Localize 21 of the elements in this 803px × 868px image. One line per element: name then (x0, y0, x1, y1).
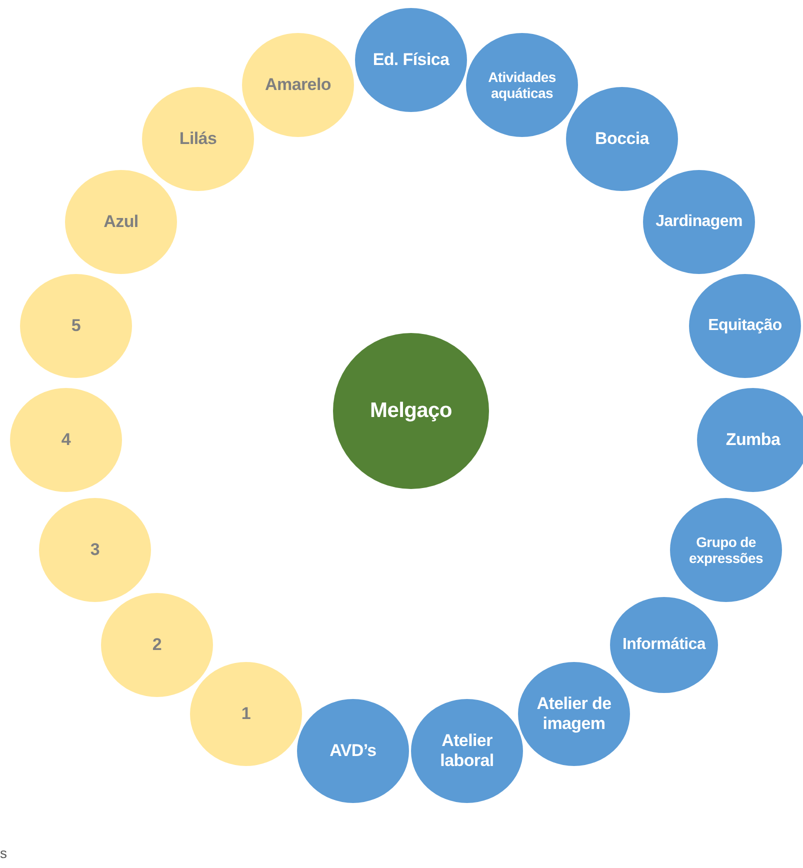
group-circle: Azul (65, 170, 177, 274)
note-text: s (0, 845, 7, 861)
group-circle: Lilás (142, 87, 254, 191)
activity-circle: AVD’s (297, 699, 409, 803)
activity-circle: Zumba (697, 388, 803, 492)
group-circle: 5 (20, 274, 132, 378)
group-circle: Amarelo (242, 33, 354, 137)
group-circle: 2 (101, 593, 213, 697)
activity-circle: Atividades aquáticas (466, 33, 578, 137)
activity-circle: Ed. Física (355, 8, 467, 112)
activity-circle: Informática (610, 597, 718, 693)
center-circle: Melgaço (333, 333, 489, 489)
activity-circle: Atelier laboral (411, 699, 523, 803)
activity-circle: Boccia (566, 87, 678, 191)
activity-circle: Atelier de imagem (518, 662, 630, 766)
group-circle: 4 (10, 388, 122, 492)
group-circle: 3 (39, 498, 151, 602)
activity-circle: Grupo de expressões (670, 498, 782, 602)
activity-circle: Equitação (689, 274, 801, 378)
activity-circle: Jardinagem (643, 170, 755, 274)
group-circle: 1 (190, 662, 302, 766)
